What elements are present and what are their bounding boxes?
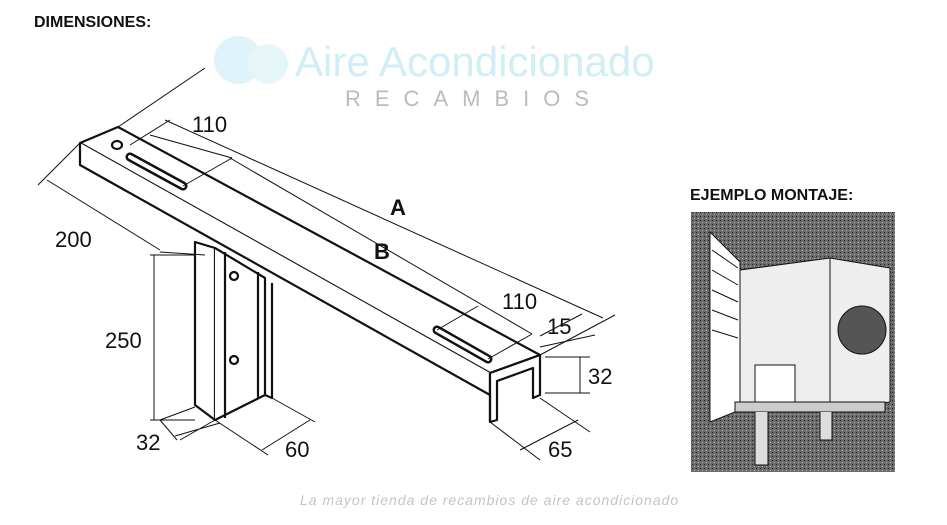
mounting-hole — [110, 139, 124, 151]
watermark-tagline: La mayor tienda de recambios de aire aco… — [300, 492, 679, 508]
post-side — [214, 247, 267, 421]
dim-end-offset: 15 — [547, 314, 571, 339]
dim-channel-width: 65 — [548, 437, 572, 462]
post-front — [193, 240, 217, 422]
fan-icon — [837, 305, 887, 355]
dim-post-width: 32 — [136, 430, 160, 455]
label-a: A — [390, 195, 406, 220]
dim-post-depth: 60 — [285, 437, 309, 462]
dim-slot-top: 110 — [192, 112, 227, 137]
dimensions-heading: DIMENSIONES: — [34, 14, 152, 31]
watermark-brand: Aire Acondicionado — [295, 38, 655, 85]
bracket — [78, 125, 542, 424]
support-bracket — [754, 412, 833, 466]
dim-width: 200 — [55, 227, 92, 252]
dim-slot-bottom: 110 — [502, 289, 537, 314]
dimension-lines — [37, 67, 616, 461]
label-b: B — [374, 239, 390, 264]
dim-channel-height: 32 — [588, 364, 612, 389]
watermark: Aire Acondicionado RECAMBIOS La mayor ti… — [214, 36, 679, 508]
watermark-sub: RECAMBIOS — [345, 86, 603, 111]
mounting-example-heading: EJEMPLO MONTAJE: — [690, 187, 854, 204]
mounting-example-illustration — [691, 212, 895, 472]
dim-post-height: 250 — [105, 328, 142, 353]
